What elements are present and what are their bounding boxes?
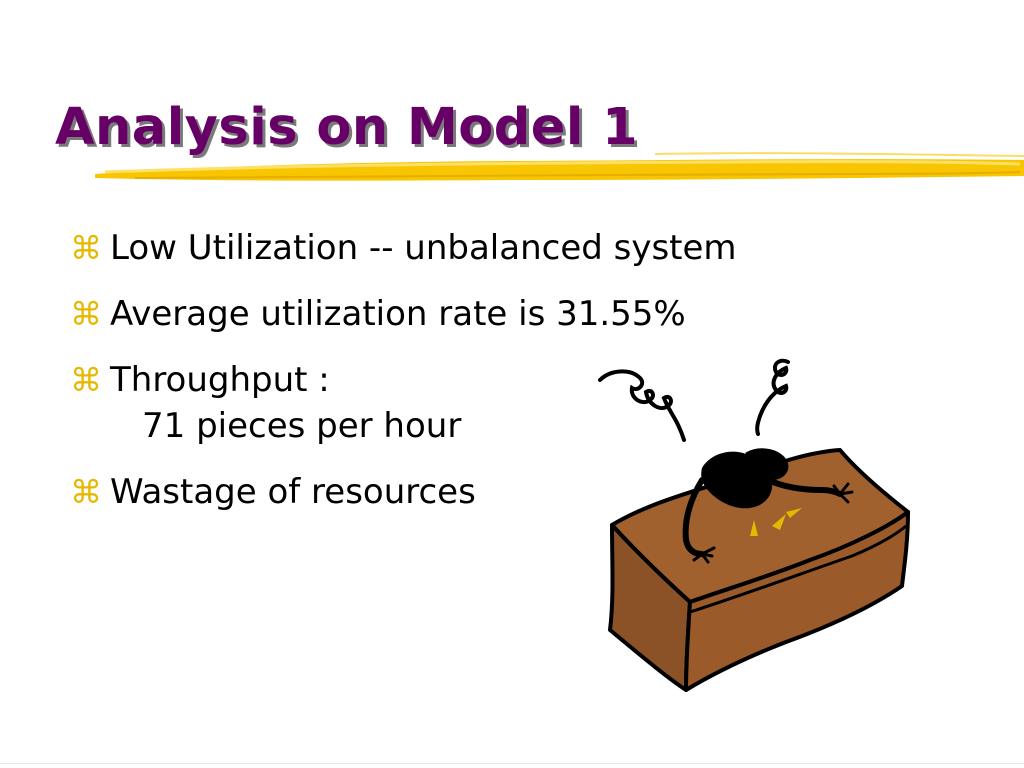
bullet-item: ⌘Average utilization rate is 31.55% [70,288,737,340]
bullet-item: ⌘Throughput : 71 pieces per hour [70,354,737,452]
command-key-icon: ⌘ [70,473,102,511]
footer-divider [0,763,1024,764]
title-highlight-stroke [95,152,1024,181]
bullet-text: Average utilization rate is 31.55% [110,294,686,334]
bullet-list: ⌘Low Utilization -- unbalanced system ⌘A… [70,222,737,532]
bullet-text-group: Throughput : 71 pieces per hour [110,354,461,452]
bullet-text: Low Utilization -- unbalanced system [110,228,737,268]
command-key-icon: ⌘ [70,361,102,399]
frustrated-person-at-desk-icon [598,358,910,692]
bullet-item: ⌘Low Utilization -- unbalanced system [70,222,737,274]
command-key-icon: ⌘ [70,229,102,267]
bullet-item: ⌘Wastage of resources [70,466,737,518]
slide-title: Analysis on Model 1 [55,98,639,157]
bullet-subtext: 71 pieces per hour [142,406,462,446]
command-key-icon: ⌘ [70,295,102,333]
bullet-text: Throughput : [110,360,330,400]
bullet-text: Wastage of resources [110,472,476,512]
